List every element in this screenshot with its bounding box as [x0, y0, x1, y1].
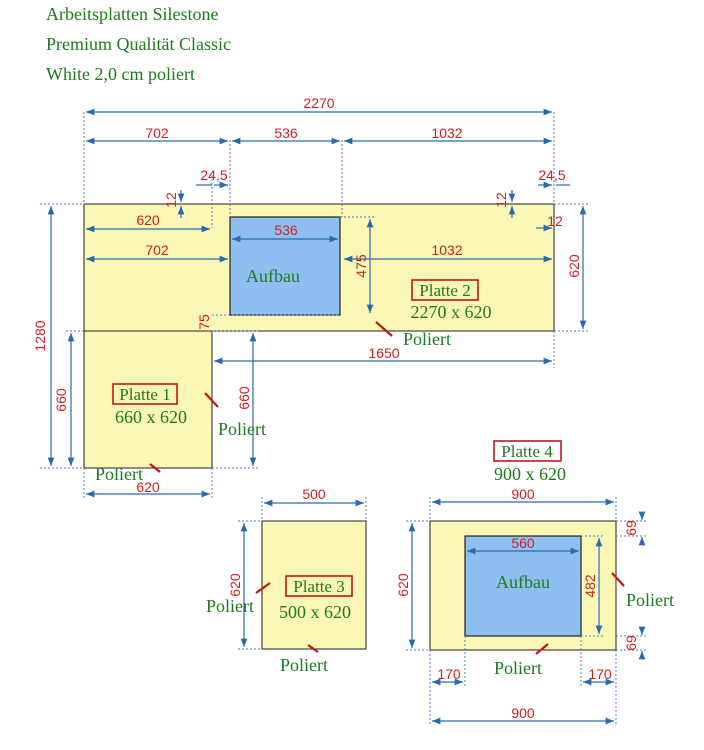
dim-total-width: 2270 [303, 95, 334, 111]
dim-1032: 1032 [431, 125, 462, 141]
dim-p4-69-top: 69 [623, 520, 639, 536]
dim-620-inner: 620 [136, 212, 160, 228]
dim-p4-560: 560 [511, 535, 535, 551]
platte-1-slab [83, 330, 213, 469]
dim-536-inner: 536 [274, 222, 298, 238]
dim-702-inner: 702 [145, 242, 169, 258]
platte-2-size: 2270 x 620 [411, 302, 492, 322]
dim-1280: 1280 [32, 320, 48, 351]
platte-2-poliert: Poliert [403, 329, 451, 349]
platte-2-tag-box [411, 279, 479, 301]
dim-p4-170-right: 170 [588, 666, 612, 682]
platte-2-title: Platte 2 [419, 281, 470, 300]
platte-3-tag-box [285, 575, 353, 597]
dim-12-right: 12 [547, 213, 563, 229]
dim-536: 536 [274, 125, 298, 141]
dim-p4-482: 482 [582, 574, 598, 598]
platte-4-tag-box [493, 440, 562, 462]
header-line-quality: Premium Qualität Classic [46, 34, 231, 54]
platte-4-title: Platte 4 [501, 442, 553, 461]
platte-3-size: 500 x 620 [279, 602, 351, 622]
dim-p4-170-left: 170 [437, 666, 461, 682]
dim-75: 75 [196, 314, 212, 330]
dim-12-right-top: 12 [493, 192, 509, 208]
platte-4-cutout-label: Aufbau [496, 572, 550, 592]
platte-1-title: Platte 1 [119, 385, 170, 404]
platte-2-cutout-label: Aufbau [246, 266, 300, 286]
dim-1650: 1650 [368, 345, 399, 361]
dim-24-5-left: 24,5 [200, 167, 227, 183]
header-line-finish: White 2,0 cm poliert [46, 64, 195, 84]
dim-p3-620: 620 [227, 573, 243, 597]
platte-3-poliert-left: Poliert [206, 596, 254, 616]
platte-3-slab [261, 520, 367, 650]
dim-660-right: 660 [236, 386, 252, 410]
dim-p3-500: 500 [302, 486, 326, 502]
dim-660-outer: 660 [53, 388, 69, 412]
dim-12-left: 12 [163, 192, 179, 208]
dim-620-right: 620 [566, 254, 582, 278]
platte-3-title: Platte 3 [293, 577, 344, 596]
platte-4-poliert-bottom: Poliert [494, 658, 542, 678]
platte-1-size: 660 x 620 [115, 407, 187, 427]
platte-3-poliert-bottom: Poliert [280, 655, 328, 675]
platte-1-tag-box [112, 383, 178, 405]
dim-p4-900-bottom: 900 [511, 705, 535, 721]
dim-475: 475 [353, 254, 369, 278]
dim-1032-inner: 1032 [431, 242, 462, 258]
dim-24-5-right: 24,5 [538, 167, 565, 183]
dim-p4-900-top: 900 [511, 486, 535, 502]
platte-4-size: 900 x 620 [494, 464, 566, 484]
platte-4-poliert-right: Poliert [626, 590, 674, 610]
header-line-material: Arbeitsplatten Silestone [46, 4, 219, 24]
dim-620-bottom: 620 [136, 479, 160, 495]
dim-702: 702 [145, 125, 169, 141]
platte-1-poliert-right: Poliert [218, 419, 266, 439]
dim-p4-69-bottom: 69 [623, 635, 639, 651]
platte-2-cutout [229, 216, 341, 316]
platte-1-poliert-bottom: Poliert [95, 464, 143, 484]
dim-p4-620: 620 [395, 573, 411, 597]
